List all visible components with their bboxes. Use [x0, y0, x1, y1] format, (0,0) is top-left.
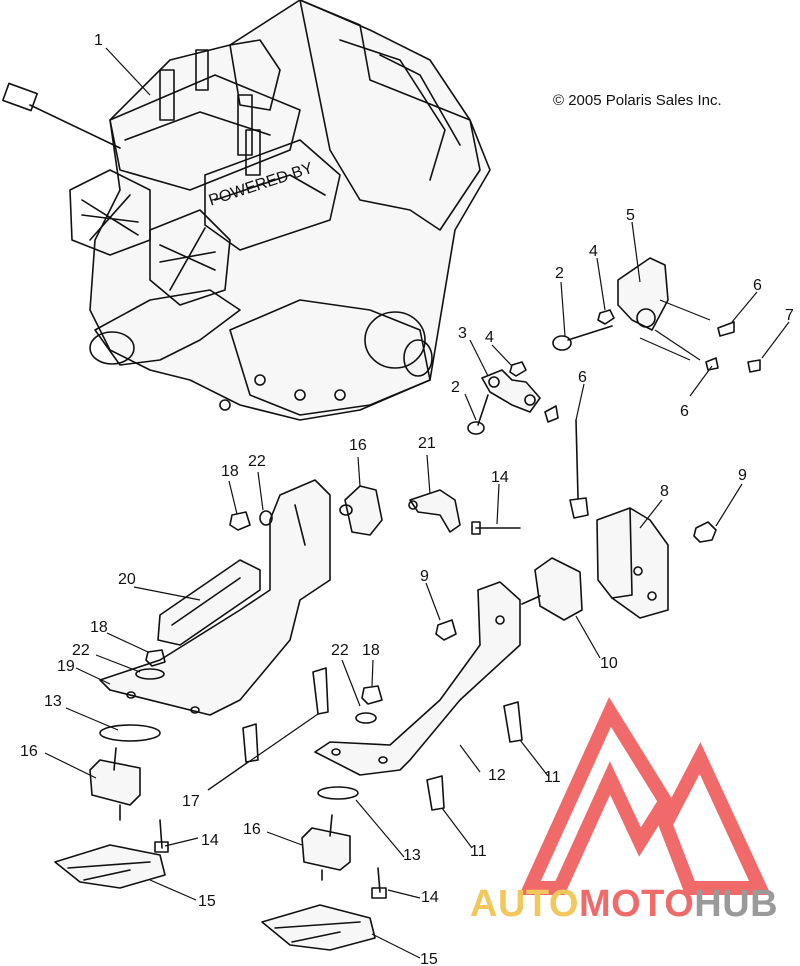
callout-11-b: 11 — [470, 843, 487, 860]
callout-10: 10 — [600, 655, 618, 672]
watermark-moto: MOTO — [579, 883, 694, 925]
callout-13-left: 13 — [44, 693, 62, 710]
bolt-11-a — [503, 701, 523, 743]
callout-18-mid: 18 — [362, 642, 380, 659]
callout-16-upper: 16 — [349, 437, 367, 454]
callout-11-a: 11 — [544, 769, 561, 786]
nut-18-mid — [361, 685, 383, 705]
callout-22-mid: 22 — [331, 642, 349, 659]
rivet-14-upper — [471, 521, 521, 535]
mount-plate-12 — [314, 581, 521, 776]
callout-14-right: 14 — [421, 889, 439, 906]
nut-4-lower — [509, 361, 527, 377]
callout-15-right: 15 — [420, 951, 438, 966]
callout-2-upper: 2 — [555, 265, 564, 282]
callout-22-left: 22 — [72, 642, 90, 659]
copyright-notice: © 2005 Polaris Sales Inc. — [553, 92, 722, 109]
nut-9-mid — [435, 619, 457, 641]
callout-22-upper: 22 — [248, 453, 266, 470]
callout-5: 5 — [626, 207, 635, 224]
callout-14-upper: 14 — [491, 469, 509, 486]
bolt-6-d — [569, 419, 589, 519]
bolt-11-b — [426, 775, 445, 811]
leader-lines — [44, 47, 790, 959]
callout-20: 20 — [118, 571, 136, 588]
washer-13-left — [99, 724, 161, 742]
mount-16-left — [89, 747, 141, 821]
callout-9-right: 9 — [738, 467, 747, 484]
nut-9-right — [693, 521, 717, 543]
bolt-6-b — [705, 357, 719, 371]
mount-16-upper — [339, 485, 383, 536]
callout-15-left: 15 — [198, 893, 216, 910]
nut-4-upper — [597, 309, 615, 325]
bolt-2-lower — [467, 394, 489, 435]
nut-18-upper — [229, 511, 251, 531]
washer-22-mid — [355, 712, 377, 724]
callout-16-right: 16 — [243, 821, 261, 838]
bolt-6-c — [544, 405, 559, 423]
rivet-14-left — [154, 819, 169, 853]
callout-16-left: 16 — [20, 743, 38, 760]
bracket-8 — [596, 507, 669, 619]
callout-9-mid: 9 — [420, 568, 429, 585]
callout-6-b: 6 — [680, 403, 689, 420]
callout-18-upper: 18 — [221, 463, 239, 480]
callout-21: 21 — [418, 435, 436, 452]
washer-22-left — [135, 668, 165, 680]
washer-13-right — [317, 786, 359, 800]
callout-13-right: 13 — [403, 847, 421, 864]
bolt-17-b — [312, 667, 329, 715]
bolt-6-a — [717, 321, 735, 337]
bolt-2-upper — [552, 325, 613, 351]
bracket-15-right — [261, 904, 376, 951]
callout-19: 19 — [57, 658, 75, 675]
callout-17: 17 — [182, 793, 200, 810]
bracket-5 — [617, 257, 711, 361]
callout-4-lower: 4 — [485, 329, 494, 346]
callout-2-lower: 2 — [451, 379, 460, 396]
engine-assembly — [2, 0, 491, 421]
bracket-15-left — [54, 844, 166, 889]
watermark-triangle-icon — [519, 697, 771, 895]
watermark-text: AUTOMOTOHUB — [470, 883, 778, 925]
callout-7: 7 — [785, 307, 794, 324]
watermark-hub: HUB — [694, 883, 778, 925]
callout-12: 12 — [488, 767, 506, 784]
mount-plate-19-20 — [99, 479, 331, 716]
callout-6-c: 6 — [578, 369, 587, 386]
mount-10 — [521, 557, 583, 621]
callout-8: 8 — [660, 483, 669, 500]
callout-6-a: 6 — [753, 277, 762, 294]
washer-22-upper — [259, 510, 273, 526]
callout-numbers: 1 2 2 3 4 4 5 6 6 6 6 7 8 9 9 10 11 11 1… — [20, 32, 794, 966]
callout-14-left: 14 — [201, 832, 219, 849]
bolt-17-a — [242, 723, 259, 763]
plate-21 — [408, 489, 461, 533]
callout-3: 3 — [458, 325, 467, 342]
bolt-7 — [747, 359, 761, 373]
watermark-auto: AUTO — [470, 883, 579, 925]
callout-1: 1 — [94, 32, 103, 49]
callout-4-upper: 4 — [589, 243, 598, 260]
watermark-logo — [519, 697, 771, 895]
rivet-14-right — [371, 867, 387, 899]
callout-18-left: 18 — [90, 619, 108, 636]
bracket-3 — [481, 369, 541, 413]
nut-18-left — [145, 649, 166, 667]
mount-16-right — [301, 814, 351, 881]
